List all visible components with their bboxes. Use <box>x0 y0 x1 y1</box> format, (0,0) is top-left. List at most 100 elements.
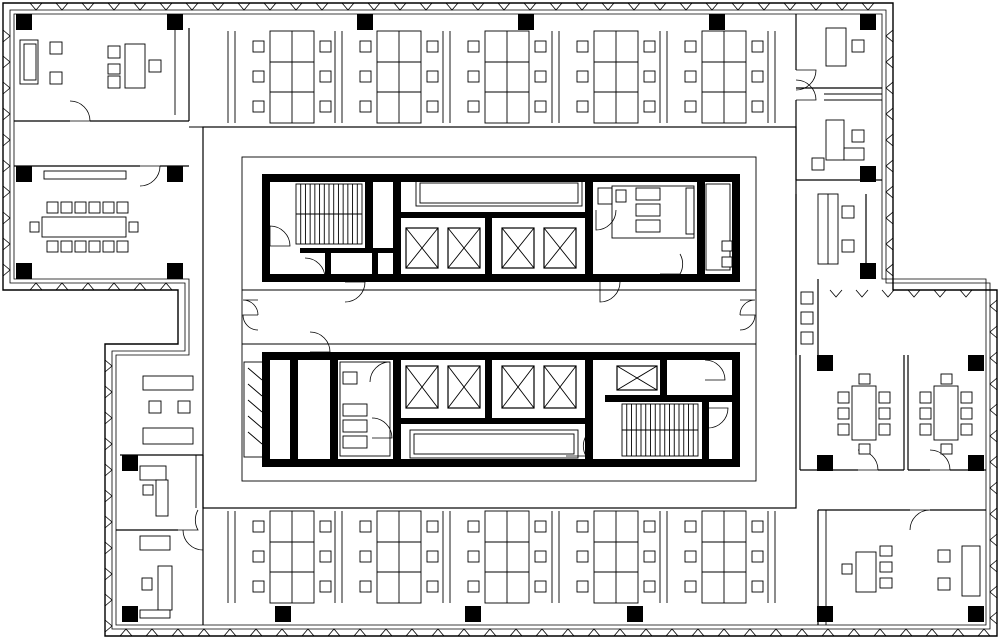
mullion <box>977 628 991 637</box>
mullion <box>783 2 797 11</box>
mullion <box>237 2 251 11</box>
mullion <box>989 325 998 339</box>
chair <box>467 520 480 533</box>
core-walls <box>262 174 740 467</box>
mullion <box>185 2 199 11</box>
mullion <box>907 289 921 298</box>
mullion <box>679 2 693 11</box>
elevator-north-4 <box>543 227 577 269</box>
mullion <box>951 628 965 637</box>
chair <box>534 100 547 113</box>
chair <box>751 70 764 83</box>
mullion <box>2 263 11 277</box>
elevator-south-2 <box>447 365 481 409</box>
mullion <box>29 282 43 291</box>
mullion <box>341 2 355 11</box>
chair <box>837 423 850 436</box>
chair <box>467 100 480 113</box>
workstations-north <box>227 30 776 124</box>
mullion <box>601 2 615 11</box>
chair <box>60 240 73 253</box>
chair <box>858 373 871 385</box>
chair <box>576 550 589 563</box>
mullion <box>104 593 113 607</box>
chair <box>576 40 589 53</box>
mullion <box>885 159 894 173</box>
chair <box>426 520 439 533</box>
mullion <box>2 81 11 95</box>
mullion <box>119 628 133 637</box>
mullion <box>104 463 113 477</box>
chair <box>319 550 332 563</box>
core-doors <box>242 209 756 457</box>
chair <box>116 240 129 253</box>
mullion <box>769 628 783 637</box>
chair <box>426 40 439 53</box>
chair <box>426 580 439 593</box>
mullion <box>885 211 894 225</box>
mullion <box>107 282 121 291</box>
corridor-seating-east <box>795 279 819 355</box>
office-northeast <box>795 14 882 181</box>
mullion <box>989 351 998 365</box>
mullion <box>55 282 69 291</box>
mullion <box>483 628 497 637</box>
chair <box>684 100 697 113</box>
chair <box>359 40 372 53</box>
chair <box>359 550 372 563</box>
mullion <box>587 628 601 637</box>
chair <box>88 240 101 253</box>
mullion <box>549 2 563 11</box>
chair <box>878 423 891 436</box>
chair <box>534 70 547 83</box>
mullion <box>885 107 894 121</box>
mullion <box>523 2 537 11</box>
mullion <box>104 411 113 425</box>
mullion <box>211 2 225 11</box>
chair <box>684 40 697 53</box>
elevator-south-1 <box>405 365 439 409</box>
mullion <box>821 628 835 637</box>
mullion <box>379 628 393 637</box>
mullion <box>2 185 11 199</box>
chair <box>426 100 439 113</box>
mullion <box>627 2 641 11</box>
mullion <box>104 567 113 581</box>
mullion <box>81 282 95 291</box>
mullion <box>691 628 705 637</box>
mullion <box>899 628 913 637</box>
mullion <box>431 628 445 637</box>
chair <box>684 580 697 593</box>
mullion <box>133 2 147 11</box>
chair <box>576 520 589 533</box>
mullion <box>881 289 895 298</box>
chair <box>534 520 547 533</box>
mullion <box>575 2 589 11</box>
chair <box>576 70 589 83</box>
chair <box>751 520 764 533</box>
mullion <box>104 541 113 555</box>
mullion <box>731 2 745 11</box>
chair <box>534 550 547 563</box>
mullion <box>639 628 653 637</box>
office-northwest <box>14 28 190 122</box>
mullion <box>159 282 173 291</box>
mullion <box>665 628 679 637</box>
office-west-2 <box>139 529 204 625</box>
mullion <box>471 2 485 11</box>
chair <box>534 40 547 53</box>
mullion <box>419 2 433 11</box>
meeting-room-east-1 <box>799 355 905 471</box>
mullion <box>327 628 341 637</box>
mullion <box>249 628 263 637</box>
mullion <box>104 437 113 451</box>
mullion <box>847 628 861 637</box>
chair <box>252 580 265 593</box>
mullion <box>197 628 211 637</box>
mullion <box>223 628 237 637</box>
mullion <box>829 289 843 298</box>
mullion <box>104 489 113 503</box>
mullion <box>989 455 998 469</box>
lounge-west <box>120 375 203 456</box>
mullion <box>81 2 95 11</box>
